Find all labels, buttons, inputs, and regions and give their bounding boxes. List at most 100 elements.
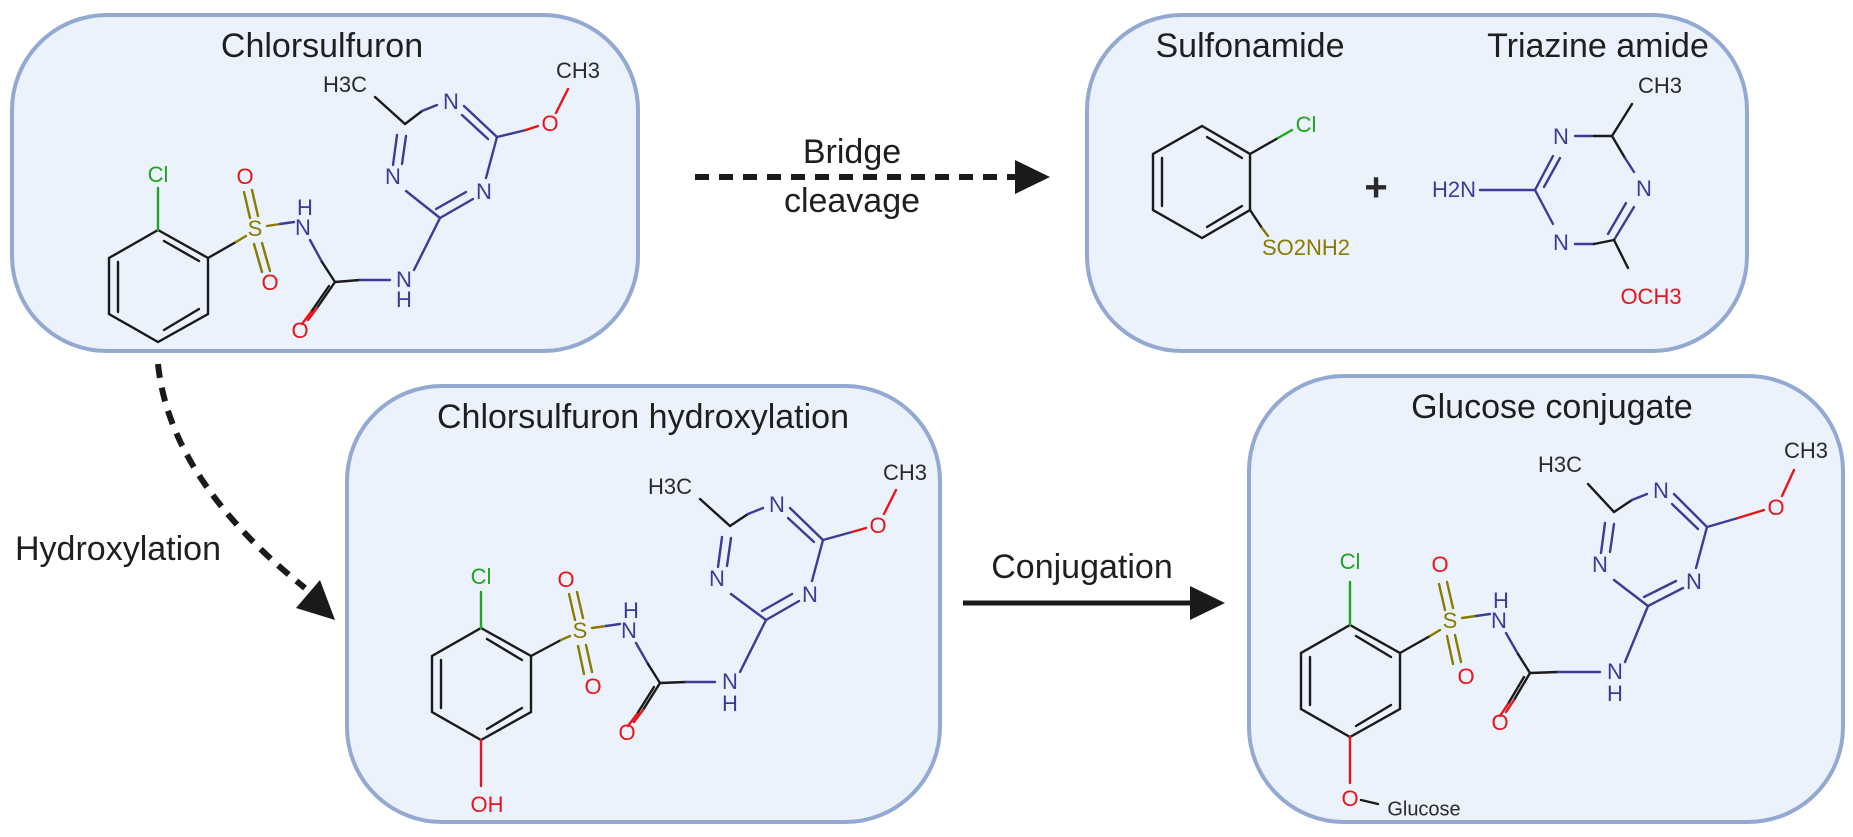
bond-line — [434, 190, 468, 211]
bond-line — [320, 260, 337, 284]
atom-label-h: H — [1607, 681, 1623, 706]
bond-line — [412, 216, 442, 272]
triazine-amide-title: Triazine amide — [1487, 27, 1709, 65]
atom-label-so2nh2: SO2NH2 — [1262, 235, 1350, 260]
hydroxylation-label: Hydroxylation — [15, 530, 221, 568]
atom-label-och3: OCH3 — [1620, 284, 1681, 309]
bond-line — [1205, 204, 1244, 229]
bond-line — [632, 708, 645, 724]
atom-label-h3c: H3C — [323, 72, 367, 97]
bond-line — [1592, 238, 1616, 246]
bond-line — [1623, 156, 1636, 174]
panel-hydroxylated: Chlorsulfuron hydroxylation Cl OH S O O … — [345, 384, 942, 824]
bond-line — [1533, 188, 1555, 226]
bond-line — [1506, 675, 1526, 706]
atom-label-n: N — [443, 89, 459, 114]
atom-label-n: N — [1553, 124, 1569, 149]
glucose-conjugate-structure: Cl O Glucose S O O N H N H — [1299, 438, 1828, 820]
bond-line — [1445, 580, 1455, 610]
bond-line — [567, 592, 577, 622]
bond-line — [252, 242, 264, 274]
bond-line — [746, 506, 765, 516]
atom-label-n: N — [1491, 608, 1507, 633]
bond-line — [641, 681, 662, 712]
arrow-head — [1015, 160, 1050, 194]
bond-line — [634, 641, 650, 666]
bond-line — [1498, 702, 1510, 718]
atom-label-o: O — [618, 720, 635, 745]
bond-line — [635, 685, 656, 716]
bond-line — [1642, 579, 1678, 599]
atom-label-cl: Cl — [471, 564, 492, 589]
panel-products: Sulfonamide Triazine amide Cl SO2NH2 + H… — [1085, 13, 1749, 353]
bond-line — [576, 644, 586, 676]
atom-label-glucose: Glucose — [1387, 798, 1460, 820]
bond-line — [729, 592, 768, 622]
bond-line — [1612, 498, 1634, 514]
bond-line — [1606, 201, 1628, 236]
atom-label-h3c: H3C — [648, 474, 692, 499]
atom-label-n: N — [385, 164, 401, 189]
sulfonamide-structure: Cl SO2NH2 — [1151, 112, 1350, 260]
bond-line — [1780, 468, 1796, 498]
atom-label-h: H — [297, 195, 313, 220]
atom-label-n: N — [1553, 230, 1569, 255]
bond-line — [162, 239, 201, 263]
bond-line — [786, 516, 816, 544]
bond-line — [1205, 135, 1244, 160]
bond-line — [309, 284, 331, 314]
bond-line — [1474, 612, 1492, 618]
atom-label-s: S — [248, 216, 263, 241]
atom-label-cl: Cl — [148, 162, 169, 187]
panel-glucose-box — [1247, 374, 1845, 824]
bond-line — [1612, 238, 1630, 270]
atom-label-h: H — [1493, 588, 1509, 613]
bond-line — [1460, 614, 1478, 620]
bond-line — [438, 197, 475, 220]
bond-line — [300, 310, 313, 326]
atom-label-n: N — [295, 215, 311, 240]
bond-line — [1354, 634, 1393, 659]
bond-line — [1248, 136, 1280, 156]
panel-glucose: Glucose conjugate Cl O Glucose S O O N H — [1247, 374, 1845, 824]
bond-line — [575, 590, 585, 620]
bond-line — [278, 220, 296, 226]
bond-line — [1453, 633, 1463, 664]
sulfonamide-title: Sulfonamide — [1155, 27, 1344, 65]
bond-line — [1736, 508, 1766, 520]
atom-label-o: O — [236, 164, 253, 189]
bond-line — [1276, 128, 1294, 140]
panel-hydroxylated-box — [345, 384, 942, 824]
bond-line — [728, 512, 750, 528]
bond-line — [1705, 516, 1740, 529]
bond-line — [391, 133, 399, 167]
bond-line — [1542, 156, 1562, 189]
arrow-bridge-cleavage: Bridge cleavage — [695, 133, 1050, 220]
atom-label-n: N — [476, 179, 492, 204]
bond-line — [1504, 698, 1516, 714]
atom-label-n: N — [1653, 478, 1669, 503]
bond-line — [590, 624, 608, 630]
bond-line — [1533, 154, 1555, 192]
bond-line — [485, 637, 524, 662]
panel-products-box — [1085, 13, 1749, 353]
atom-label-o: O — [541, 111, 558, 136]
bond-line — [1672, 492, 1709, 529]
bond-line — [155, 363, 307, 591]
bond-line — [1670, 502, 1700, 531]
bond-line — [242, 190, 252, 220]
bond-line — [484, 135, 499, 180]
bond-line — [1623, 604, 1650, 664]
bond-line — [460, 113, 490, 141]
bond-line — [882, 488, 898, 516]
bond-line — [1586, 482, 1616, 514]
bond-line — [788, 506, 825, 542]
bond-line — [206, 240, 238, 260]
bond-line — [1610, 134, 1627, 160]
bond-line — [1612, 578, 1650, 608]
atom-label-n: N — [769, 492, 785, 517]
bond-line — [308, 238, 324, 264]
bond-line — [420, 103, 439, 113]
arrow-conjugation: Conjugation — [963, 548, 1225, 620]
